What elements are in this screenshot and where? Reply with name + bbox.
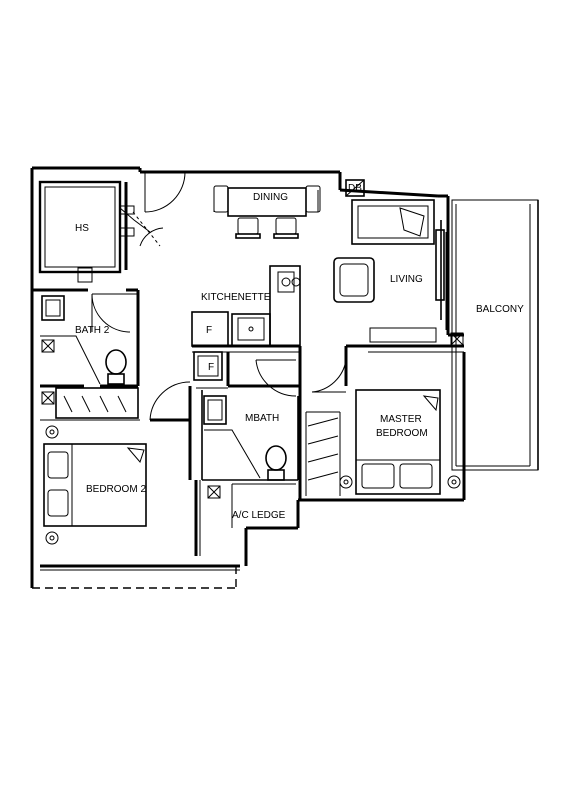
label-master-1: MASTER (380, 414, 422, 425)
label-living: LIVING (390, 274, 423, 285)
label-fridge-1: F (206, 325, 212, 336)
label-dining: DINING (253, 192, 288, 203)
label-bedroom2: BEDROOM 2 (86, 484, 146, 495)
bath2-fixtures (40, 295, 127, 385)
label-hs: HS (75, 223, 89, 234)
dining-set (213, 185, 321, 239)
room-labels: HS DINING DB LIVING KITCHENETTE F F BATH… (75, 183, 524, 521)
master-furniture (307, 389, 461, 495)
living-furniture (333, 199, 445, 343)
label-ac-ledge: A/C LEDGE (232, 510, 286, 521)
door-swings (91, 171, 347, 421)
label-balcony: BALCONY (476, 304, 524, 315)
label-mbath: MBATH (245, 413, 279, 424)
label-fridge-2: F (208, 362, 214, 373)
distribution-board (345, 179, 365, 197)
balcony (440, 199, 539, 471)
kitchenette-counter (191, 265, 301, 381)
mbath-fixtures (203, 395, 287, 499)
bedroom2-furniture (41, 387, 147, 545)
outer-walls (30, 166, 466, 589)
household-shelter (38, 180, 164, 283)
label-master-2: BEDROOM (376, 428, 428, 439)
label-bath2: BATH 2 (75, 325, 110, 336)
label-db: DB (348, 183, 362, 194)
label-kitchenette: KITCHENETTE (201, 292, 271, 303)
